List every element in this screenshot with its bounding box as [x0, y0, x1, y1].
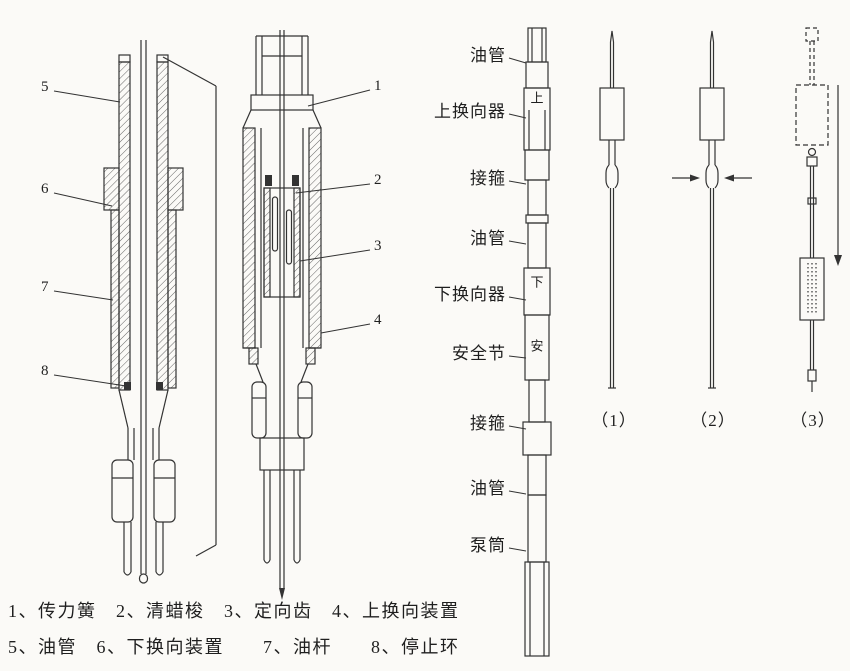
callout-3: 3: [374, 238, 382, 254]
label-tubing-3: 油管: [470, 479, 506, 498]
tool-string-diagram: [522, 27, 552, 657]
legend-line-2: 5、油管 6、下换向装置 7、油杆 8、停止环: [8, 637, 460, 657]
figure-number-1: （1）: [591, 411, 637, 430]
string-label-leader-lines: [508, 57, 527, 552]
figure-1-schematic: [599, 30, 625, 389]
figure-3-schematic: [795, 27, 842, 392]
callout-leader-lines: [53, 89, 371, 387]
down-arrow-icon: [834, 85, 842, 266]
callout-2: 2: [374, 172, 382, 188]
label-tubing-2: 油管: [470, 229, 506, 248]
label-safety-joint: 安全节: [452, 344, 506, 363]
callout-7: 7: [41, 279, 49, 295]
inline-mark-up: 上: [530, 90, 544, 106]
left-cross-section-drawing: [103, 40, 217, 584]
callout-4: 4: [374, 312, 382, 328]
label-lower-reverser: 下换向器: [434, 285, 506, 304]
label-coupling-1: 接箍: [470, 169, 506, 188]
legend-line-1: 1、传力簧 2、清蜡梭 3、定向齿 4、上换向装置: [8, 601, 460, 621]
inward-arrow-left-icon: [672, 174, 700, 182]
label-upper-reverser: 上换向器: [434, 102, 506, 121]
label-tubing-1: 油管: [470, 46, 506, 65]
figure-2-schematic: [672, 30, 752, 389]
inward-arrow-right-icon: [724, 174, 752, 182]
callout-5: 5: [41, 79, 49, 95]
right-cross-section-drawing: [242, 30, 322, 600]
label-coupling-2: 接箍: [470, 414, 506, 433]
figure-number-3: （3）: [790, 411, 836, 430]
callout-8: 8: [41, 363, 49, 379]
callout-6: 6: [41, 181, 49, 197]
inline-mark-safety: 安: [530, 338, 544, 354]
label-pump-barrel: 泵筒: [470, 536, 506, 555]
inline-mark-down: 下: [530, 274, 544, 290]
figure-number-2: （2）: [690, 411, 736, 430]
callout-1: 1: [374, 78, 382, 94]
section-plane: [162, 56, 217, 557]
